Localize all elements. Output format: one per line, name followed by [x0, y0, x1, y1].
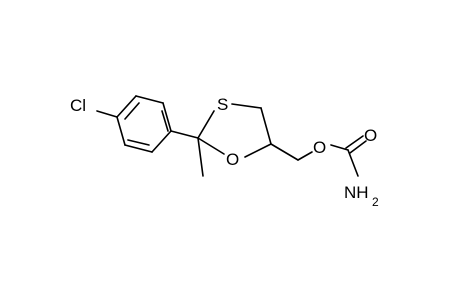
carbonyl-oxygen-atom-label: O	[364, 126, 377, 145]
bond-ring-c6-c1	[116, 116, 126, 146]
bond-ring-double-3	[127, 139, 150, 146]
bond-methyl	[197, 137, 204, 177]
bond-ring-c5-c6	[124, 144, 153, 153]
bond-c5-o	[244, 143, 272, 158]
benzene-ring	[116, 95, 172, 153]
amine-atom-label: NH	[344, 183, 369, 202]
bond-c5-ch2	[270, 143, 299, 161]
bond-aryl-c2	[170, 130, 199, 139]
bond-s-ch2	[231, 103, 262, 109]
oxathiolane-ring	[197, 103, 272, 158]
bond-ring-double-2	[161, 110, 169, 132]
bond-ch2-oester	[297, 151, 313, 161]
bond-c2-s	[197, 110, 215, 139]
amine-subscript: 2	[372, 195, 379, 209]
bond-ring-c3-c4	[162, 102, 172, 132]
bond-c-cl	[96, 110, 118, 118]
bond-carbonyl-n	[347, 149, 359, 177]
bond-ring-c1-c2	[116, 95, 137, 118]
bond-o-c2	[197, 137, 225, 155]
bond-ring-c4-c5	[151, 130, 172, 153]
bond-ring-double-1	[124, 102, 140, 120]
chlorine-atom-label: Cl	[70, 96, 86, 115]
bond-carbonyl-double-a	[345, 135, 364, 149]
bond-ch2-c5	[260, 107, 272, 145]
ester-oxygen-atom-label: O	[313, 138, 326, 157]
ring-oxygen-atom-label: O	[226, 150, 239, 169]
amine-group-label: NH 2	[344, 183, 379, 209]
bond-carbonyl-double-b	[349, 140, 367, 154]
bond-ring-c2-c3	[135, 95, 164, 104]
sulfur-atom-label: S	[217, 95, 228, 114]
bond-oester-carbonyl	[330, 144, 349, 151]
